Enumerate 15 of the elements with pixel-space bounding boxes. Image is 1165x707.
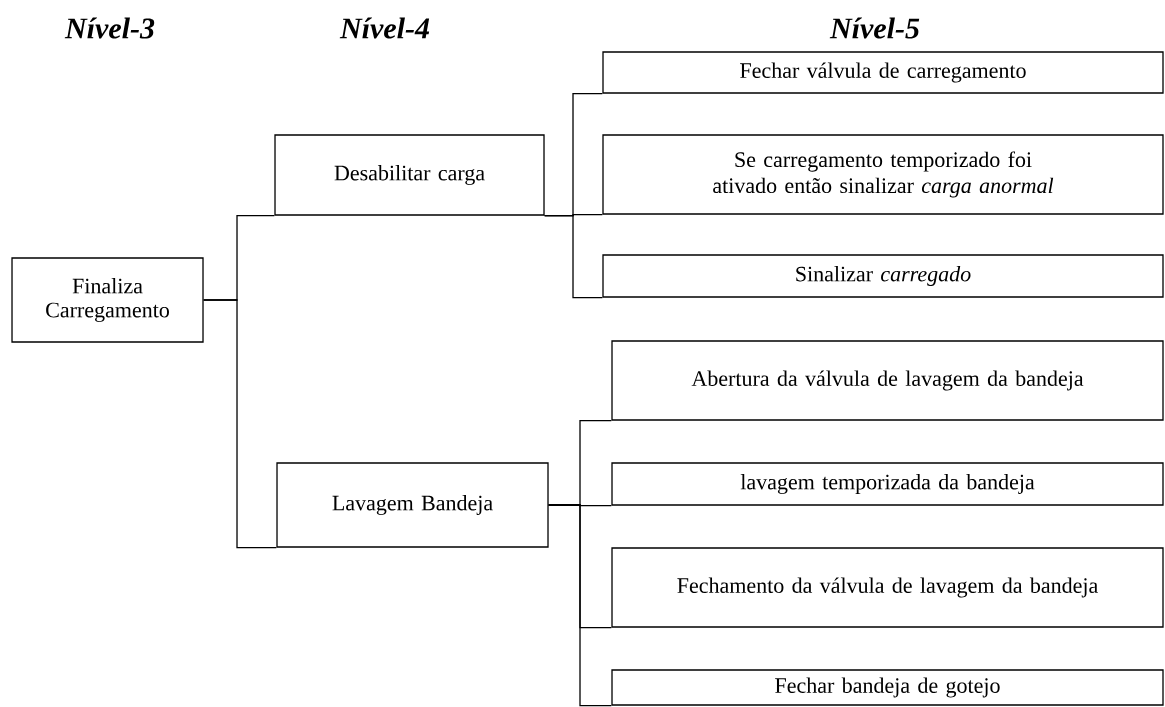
connector-line (548, 504, 612, 707)
connector-line (203, 299, 277, 549)
process-box: Finaliza Carregamento (11, 257, 204, 343)
process-box: Lavagem Bandeja (276, 462, 549, 548)
process-box: Abertura da válvula de lavagem da bandeja (611, 340, 1164, 421)
level-heading: Nível-4 (339, 17, 430, 39)
process-box: lavagem temporizada da bandeja (611, 462, 1164, 506)
process-box: Fechar bandeja de gotejo (611, 669, 1164, 706)
process-box: Sinalizar carregado (602, 254, 1164, 298)
connector-line (544, 215, 603, 299)
process-box: Fechar válvula de carregamento (602, 51, 1164, 94)
process-box: Se carregamento temporizado foi ativado então sinalizar carga anormal (602, 134, 1164, 215)
level-heading: Nível-3 (64, 17, 155, 39)
process-box: Desabilitar carga (274, 134, 545, 216)
process-box: Fechamento da válvula de lavagem da bandeja (611, 547, 1164, 628)
